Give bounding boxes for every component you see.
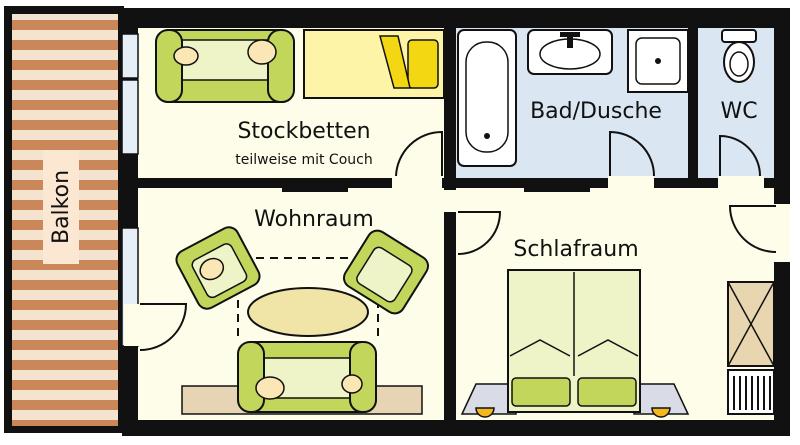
double-bed bbox=[507, 269, 641, 413]
bunk-pillow bbox=[407, 39, 439, 89]
door-swing-balcony bbox=[139, 303, 188, 351]
door-swing-wc bbox=[719, 134, 761, 177]
ceiling-light bbox=[552, 182, 562, 192]
ceiling-lights bbox=[282, 182, 590, 192]
balcony-door-opening bbox=[124, 304, 140, 346]
bedroom-label: Schlafraum bbox=[513, 237, 638, 262]
bunk-blanket-fold bbox=[379, 35, 411, 89]
balcony-label-box bbox=[43, 150, 79, 264]
door-opening-bedroom bbox=[442, 190, 458, 212]
entrance-opening bbox=[770, 204, 790, 262]
door-swing-bunk bbox=[395, 130, 443, 177]
armchair-left bbox=[175, 226, 261, 310]
balcony-label: Balkon bbox=[49, 170, 74, 244]
balcony bbox=[4, 6, 124, 433]
coffee-table bbox=[247, 287, 369, 337]
bathtub bbox=[457, 29, 517, 167]
shelf bbox=[727, 369, 775, 415]
door-opening-bunk bbox=[392, 176, 442, 190]
bedside-lamp bbox=[651, 407, 671, 418]
toilet bbox=[721, 29, 757, 83]
wc-label: WC bbox=[720, 99, 757, 124]
door-opening-bath bbox=[608, 176, 654, 190]
bed-pillow bbox=[511, 377, 571, 407]
bunk-couch bbox=[155, 29, 295, 103]
door-swings bbox=[139, 130, 777, 351]
bed-pillow bbox=[577, 377, 637, 407]
washbasin bbox=[527, 29, 613, 75]
bunk-bed bbox=[303, 29, 445, 99]
wardrobe bbox=[727, 281, 775, 367]
living-room-label: Wohnraum bbox=[254, 207, 374, 232]
armchair-right bbox=[342, 229, 430, 315]
bunk-room-label: Stockbetten bbox=[237, 119, 370, 144]
door-swing-bath bbox=[609, 130, 655, 177]
door-swing-bedroom bbox=[457, 211, 502, 255]
door-opening-wc bbox=[718, 176, 764, 190]
bedside-lamp bbox=[475, 407, 495, 418]
door-swing-entrance bbox=[728, 205, 777, 253]
rug-outline-sides bbox=[237, 300, 379, 340]
shower-tray bbox=[627, 29, 689, 93]
bunk-room-note: teilweise mit Couch bbox=[235, 152, 372, 168]
ceiling-light bbox=[310, 182, 320, 192]
sofa bbox=[237, 341, 377, 413]
bathroom-label: Bad/Dusche bbox=[530, 99, 662, 124]
